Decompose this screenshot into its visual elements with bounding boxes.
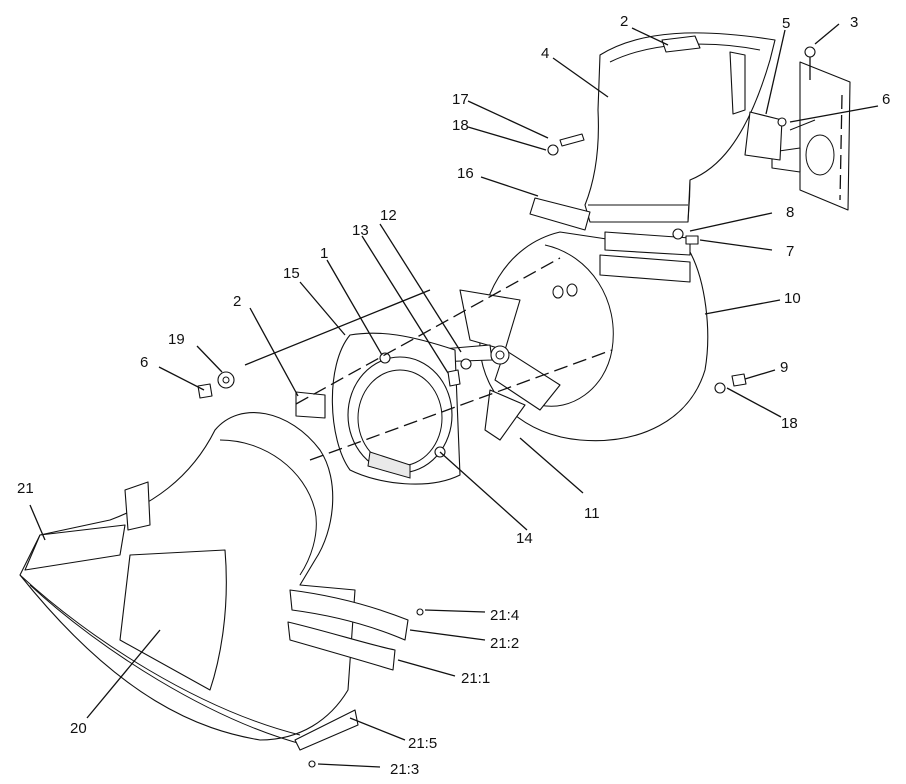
callout-21-4: 21:4 (490, 607, 519, 624)
callout-20: 20 (70, 720, 87, 737)
callout-3: 3 (850, 14, 858, 31)
callout-17: 17 (452, 91, 469, 108)
callout-21-1: 21:1 (461, 670, 490, 687)
callout-21-5: 21:5 (408, 735, 437, 752)
inlet-ring-part (331, 332, 461, 485)
callout-5: 5 (782, 15, 790, 32)
callout-13: 13 (352, 222, 369, 239)
callout-6-left: 6 (140, 354, 148, 371)
callout-2-top: 2 (620, 13, 628, 30)
leader-lines (29, 23, 879, 768)
hardware-parts (197, 133, 747, 458)
callout-11: 11 (584, 505, 600, 522)
callout-14: 14 (516, 530, 533, 547)
callout-19: 19 (168, 331, 185, 348)
callout-6-right: 6 (882, 91, 890, 108)
alignment-lines (244, 257, 613, 461)
callout-21: 21 (17, 480, 34, 497)
callout-12: 12 (380, 207, 397, 224)
callout-21-2: 21:2 (490, 635, 519, 652)
lower-housing-part (19, 412, 359, 751)
callout-18-right: 18 (781, 415, 798, 432)
callout-16: 16 (457, 165, 474, 182)
callout-4: 4 (541, 45, 549, 62)
mounting-plate-part (744, 46, 851, 211)
callout-21-3: 21:3 (390, 761, 419, 778)
upper-chute-part (584, 32, 776, 223)
callout-2-left: 2 (233, 293, 241, 310)
side-strip-parts (287, 589, 424, 768)
callout-7: 7 (786, 243, 794, 260)
callout-labels: 2 5 3 4 6 17 18 16 8 12 13 7 1 15 10 2 1… (17, 13, 890, 778)
callout-15: 15 (283, 265, 300, 282)
callout-8: 8 (786, 204, 794, 221)
callout-10: 10 (784, 290, 801, 307)
callout-9: 9 (780, 359, 788, 376)
callout-1: 1 (320, 245, 328, 262)
callout-18-top: 18 (452, 117, 469, 134)
